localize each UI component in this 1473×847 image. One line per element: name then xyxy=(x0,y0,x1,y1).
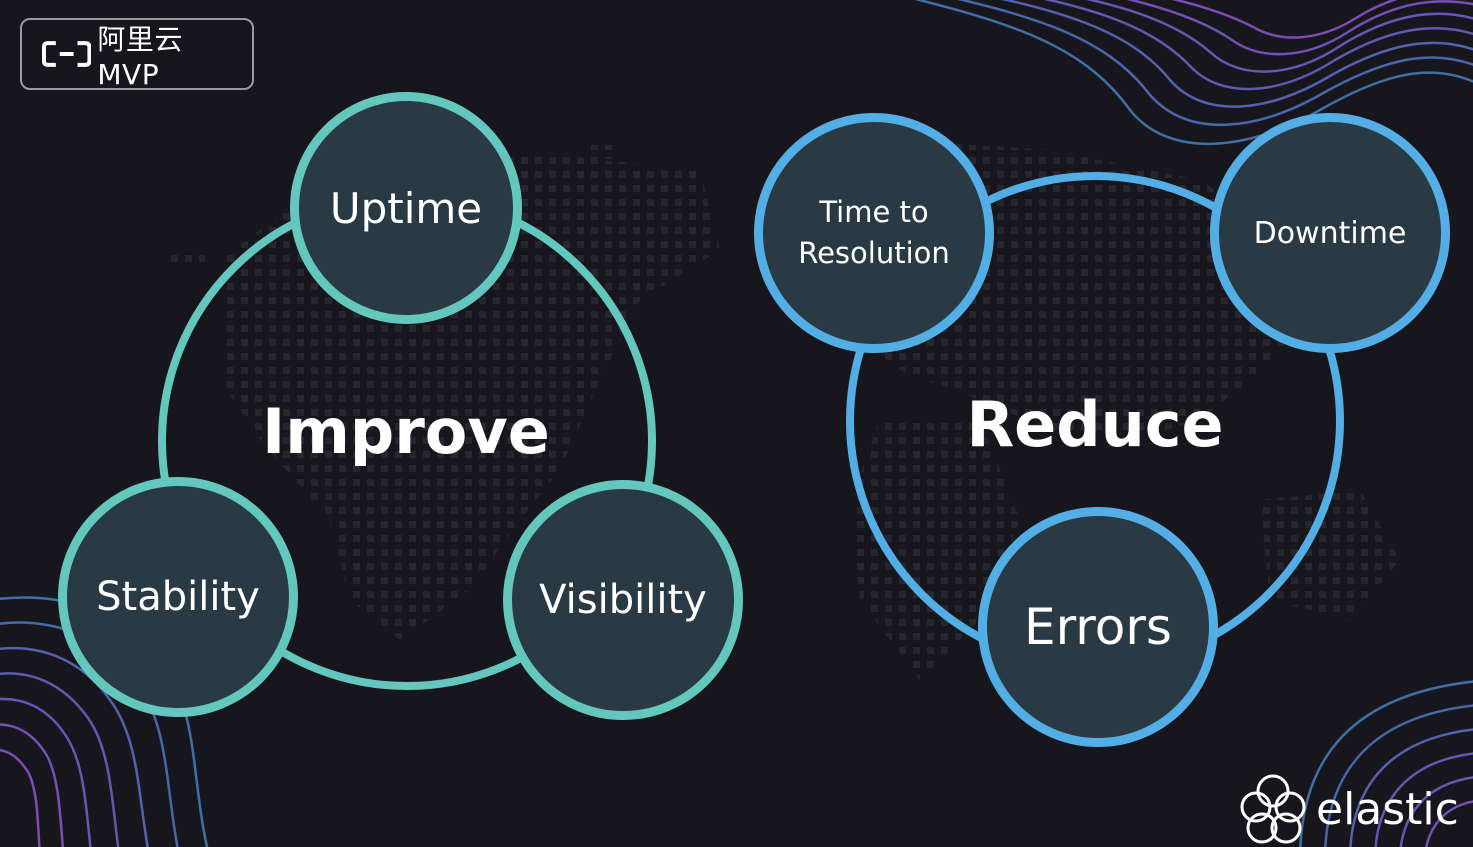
node-uptime-label: Uptime xyxy=(329,183,483,233)
mvp-badge: 阿里云 MVP xyxy=(20,18,254,91)
elastic-logo-icon xyxy=(1240,774,1306,844)
node-uptime: Uptime xyxy=(290,92,522,324)
badge-text: 阿里云 MVP xyxy=(97,22,183,91)
contour-lines-bottom-right xyxy=(1299,680,1473,847)
node-downtime-label: Downtime xyxy=(1253,215,1407,251)
alibaba-cloud-logo-icon xyxy=(42,41,92,67)
contour-lines-bottom-left xyxy=(0,596,209,847)
node-visibility: Visibility xyxy=(503,480,743,720)
node-errors: Errors xyxy=(978,507,1218,747)
node-stability: Stability xyxy=(58,477,298,717)
improve-label: Improve xyxy=(262,395,550,468)
node-downtime: Downtime xyxy=(1210,113,1450,353)
node-time-to-resolution-line1: Time to xyxy=(819,195,929,229)
node-stability-label: Stability xyxy=(96,574,260,620)
node-visibility-label: Visibility xyxy=(539,577,707,623)
node-time-to-resolution: Time to Resolution xyxy=(754,113,994,353)
elastic-wordmark: elastic xyxy=(1316,783,1459,835)
node-time-to-resolution-line2: Resolution xyxy=(798,236,950,270)
node-errors-label: Errors xyxy=(1024,598,1172,656)
elastic-brand: elastic xyxy=(1236,772,1459,846)
contour-lines-top-right xyxy=(914,0,1473,145)
reduce-label: Reduce xyxy=(966,388,1224,461)
